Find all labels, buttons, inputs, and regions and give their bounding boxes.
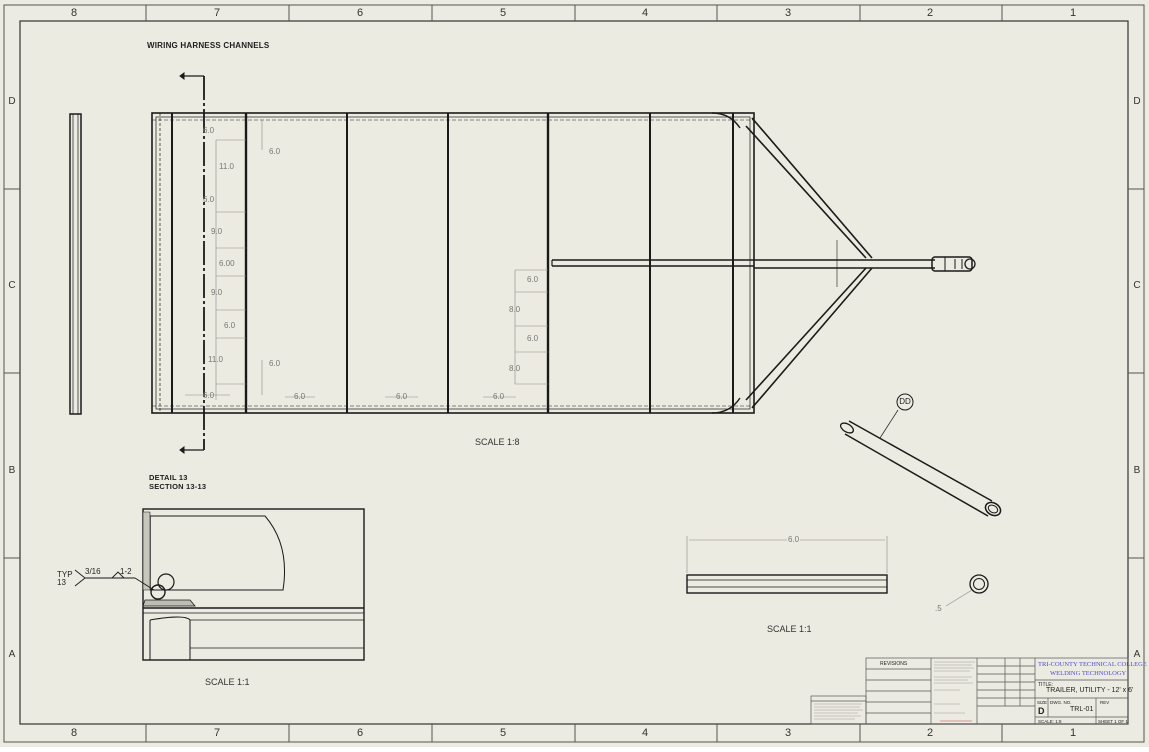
dimension-lines: [185, 120, 548, 400]
zone-col-6-bottom: 6: [356, 727, 364, 739]
tube-balloon-label: DD: [899, 397, 911, 406]
zone-row-a-right: A: [1133, 649, 1141, 660]
zone-row-b-right: B: [1133, 465, 1141, 476]
zone-row-c-right: C: [1133, 280, 1141, 291]
detail-title: DETAIL 13: [149, 473, 188, 482]
detail-13-view: [142, 508, 365, 661]
tb-title: TRAILER, UTILITY - 12' x 6': [1046, 687, 1134, 694]
tb-size-label: SIZE: [1037, 700, 1048, 705]
dim-left-9: 6.0: [203, 391, 215, 400]
tb-dwg-label: DWG. NO.: [1050, 700, 1072, 705]
dim-left-8: 11.0: [208, 355, 223, 364]
inner-border: [19, 20, 1129, 725]
dim-bottom-3: 6.0: [493, 392, 505, 401]
tube-dd-view: [839, 393, 1002, 517]
dim-left-6: 9.0: [211, 288, 223, 297]
tb-company-line2: WELDING TECHNOLOGY: [1050, 670, 1127, 677]
dim-bottom-2: 6.0: [396, 392, 408, 401]
zone-col-5: 5: [499, 7, 507, 19]
tb-sheet-label: SHEET 1 OF 1: [1098, 719, 1128, 724]
detail-subtitle: SECTION 13-13: [149, 482, 207, 491]
zone-row-a: A: [8, 649, 16, 660]
zone-col-3: 3: [784, 7, 792, 19]
dim-mid-4: 8.0: [509, 364, 521, 373]
section-line: [179, 72, 205, 454]
tb-title-label: TITLE:: [1038, 682, 1054, 688]
dim-left-1: 6.0: [203, 126, 215, 135]
weld-typ: TYP: [57, 570, 73, 579]
dim-mid-2: 8.0: [509, 305, 521, 314]
dim-left-2: 11.0: [219, 162, 234, 171]
zone-col-7-bottom: 7: [213, 727, 221, 739]
zone-col-4-bottom: 4: [641, 727, 649, 739]
zone-col-1-bottom: 1: [1069, 727, 1077, 739]
dim-left-3: 6.0: [203, 195, 215, 204]
dim-col-right-1: 6.0: [269, 147, 281, 156]
dim-left-4: 9.0: [211, 227, 223, 236]
zone-row-d: D: [8, 96, 16, 107]
zone-ticks: [4, 5, 1144, 742]
tb-company-line1: TRI-COUNTY TECHNICAL COLLEGE: [1038, 661, 1147, 668]
dim-mid-1: 6.0: [527, 275, 539, 284]
zone-col-5-bottom: 5: [499, 727, 507, 739]
title-block: [810, 657, 1129, 725]
zone-col-4: 4: [641, 7, 649, 19]
dim-bottom-1: 6.0: [294, 392, 306, 401]
dim-mid-3: 6.0: [527, 334, 539, 343]
zone-col-8-bottom: 8: [70, 727, 78, 739]
tongue-a-frame: [745, 117, 935, 409]
zone-col-7: 7: [213, 7, 221, 19]
zone-col-8: 8: [70, 7, 78, 19]
tb-rev-label: REV: [1100, 700, 1110, 705]
main-view-title: WIRING HARNESS CHANNELS: [147, 41, 270, 50]
trailer-frame: [151, 112, 755, 414]
zone-row-b: B: [8, 465, 16, 476]
tb-revisions-label: REVISIONS: [880, 661, 908, 667]
channel-diameter-dim: .5: [935, 604, 942, 613]
coupler: [931, 256, 976, 272]
tb-scale-label: SCALE: 1:8: [1038, 719, 1062, 724]
zone-col-2: 2: [926, 7, 934, 19]
channel-length-dim: 6.0: [787, 535, 801, 544]
zone-row-d-right: D: [1133, 96, 1141, 107]
tb-size: D: [1038, 706, 1045, 716]
side-rail-view: [69, 113, 82, 415]
zone-col-6: 6: [356, 7, 364, 19]
zone-col-2-bottom: 2: [926, 727, 934, 739]
channel-view: [686, 536, 989, 607]
weld-symbol: [74, 569, 155, 591]
dim-left-7: 6.0: [224, 321, 236, 330]
dim-left-5: 6.00: [219, 259, 235, 268]
title-block-notes: [814, 661, 975, 722]
weld-pitch: 1-2: [120, 567, 132, 576]
detail-scale: SCALE 1:1: [205, 677, 250, 687]
weld-size: 3/16: [85, 567, 101, 576]
main-view-scale: SCALE 1:8: [475, 437, 520, 447]
zone-col-3-bottom: 3: [784, 727, 792, 739]
channel-scale: SCALE 1:1: [767, 624, 812, 634]
tb-dwg-no: TRL-01: [1070, 706, 1094, 713]
weld-num: 13: [57, 578, 66, 587]
outer-border: [3, 4, 1145, 743]
zone-row-c: C: [8, 280, 16, 291]
zone-col-1: 1: [1069, 7, 1077, 19]
dim-col-right-2: 6.0: [269, 359, 281, 368]
